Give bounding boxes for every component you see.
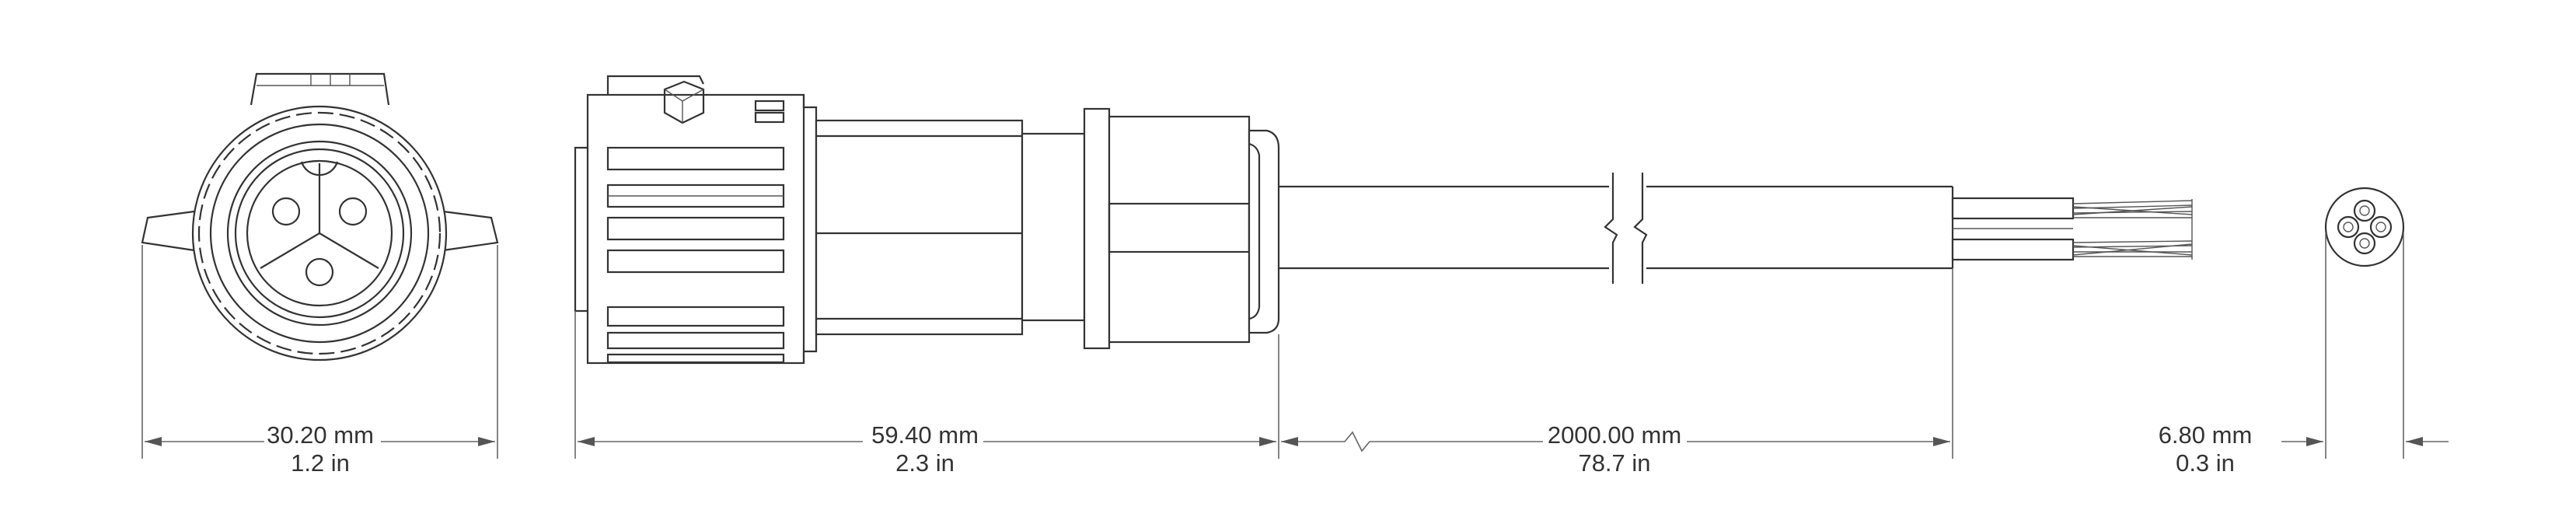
dimension-cable-length: 2000.00 mm 78.7 in: [1281, 421, 1950, 477]
dimension-label-mm: 59.40 mm: [871, 421, 979, 449]
cable-side-view: [1279, 173, 2193, 284]
dimension-label-in: 78.7 in: [1578, 449, 1650, 477]
dimension-label-mm: 6.80 mm: [2159, 421, 2253, 449]
cable-cross-section: [2324, 187, 2405, 267]
dimension-label-in: 1.2 in: [291, 449, 350, 477]
connector-side-view: [574, 75, 1280, 365]
connector-front-view: [141, 72, 499, 362]
dimension-label-in: 2.3 in: [895, 449, 955, 477]
dimension-label-in: 0.3 in: [2176, 449, 2235, 477]
dimension-cable-diameter: 6.80 mm 0.3 in: [2159, 421, 2449, 477]
dimension-front-diameter: 30.20 mm 1.2 in: [145, 421, 495, 477]
dimension-label-mm: 2000.00 mm: [1548, 421, 1681, 449]
wire-strands: [2072, 199, 2193, 260]
dimension-label-mm: 30.20 mm: [267, 421, 374, 449]
dimension-connector-length: 59.40 mm 2.3 in: [578, 421, 1276, 477]
extension-lines: [141, 233, 2404, 459]
